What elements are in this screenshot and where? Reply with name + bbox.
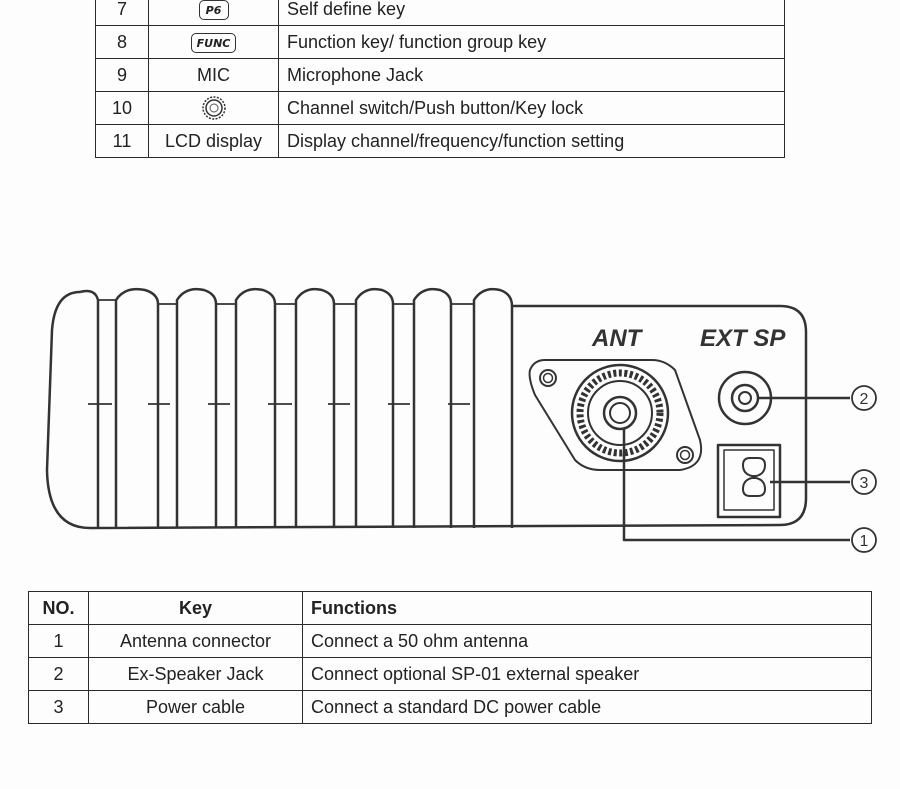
callout-1-number: 1 [860,533,869,550]
key-cell: LCD display [148,124,279,158]
p6-key-icon: P6 [198,0,229,21]
ext-sp-label: EXT SP [700,325,786,352]
table-row: 3 Power cable Connect a standard DC powe… [28,690,872,724]
callout-2-number: 2 [860,391,869,408]
callout-3: 3 [851,469,877,495]
table-row: 1 Antenna connector Connect a 50 ohm ant… [28,624,872,658]
table-row: 10 Channel switch/Push button/Key lock [95,91,785,125]
antenna-connector [570,363,670,463]
func-key-icon: FUNC [190,33,237,54]
key-cell: P6 [148,0,279,26]
header-no: NO. [28,591,89,625]
function-cell: Function key/ function group key [278,25,785,59]
radio-rear-panel-diagram: ANT EXT SP 2 3 1 [45,287,877,553]
function-cell: Display channel/frequency/function setti… [278,124,785,158]
table-row: 9 MIC Microphone Jack [95,58,785,92]
heat-sink-fins [79,287,514,528]
key-cell: FUNC [148,25,279,59]
header-key: Key [88,591,303,625]
channel-knob-icon [201,96,226,120]
table-row: 7 P6 Self define key [95,0,785,26]
function-cell: Connect a 50 ohm antenna [302,624,872,658]
antenna-mount-plate [528,359,702,471]
key-cell: MIC [148,58,279,92]
row-number: 9 [95,58,149,92]
rear-panel-connector-table: NO. Key Functions 1 Antenna connector Co… [28,591,872,724]
row-number: 1 [28,624,89,658]
row-number: 11 [95,124,149,158]
callout-1-line [622,428,850,542]
table-row: 8 FUNC Function key/ function group key [95,25,785,59]
function-cell: Connect a standard DC power cable [302,690,872,724]
front-panel-key-table: 7 P6 Self define key 8 FUNC Function key… [95,0,785,158]
callout-3-number: 3 [860,475,869,492]
row-number: 10 [95,91,149,125]
function-cell: Connect optional SP-01 external speaker [302,657,872,691]
key-cell: Ex-Speaker Jack [88,657,303,691]
key-cell [148,91,279,125]
key-cell: Antenna connector [88,624,303,658]
key-cell: Power cable [88,690,303,724]
row-number: 8 [95,25,149,59]
table-row: 11 LCD display Display channel/frequency… [95,124,785,158]
table-header-row: NO. Key Functions [28,591,872,625]
row-number: 7 [95,0,149,26]
ant-label: ANT [591,325,644,352]
radio-body-outline [45,290,808,530]
table-row: 2 Ex-Speaker Jack Connect optional SP-01… [28,657,872,691]
function-cell: Microphone Jack [278,58,785,92]
function-cell: Self define key [278,0,785,26]
row-number: 2 [28,657,89,691]
callout-1: 1 [851,527,877,553]
callout-2: 2 [851,385,877,411]
row-number: 3 [28,690,89,724]
function-cell: Channel switch/Push button/Key lock [278,91,785,125]
header-functions: Functions [302,591,872,625]
